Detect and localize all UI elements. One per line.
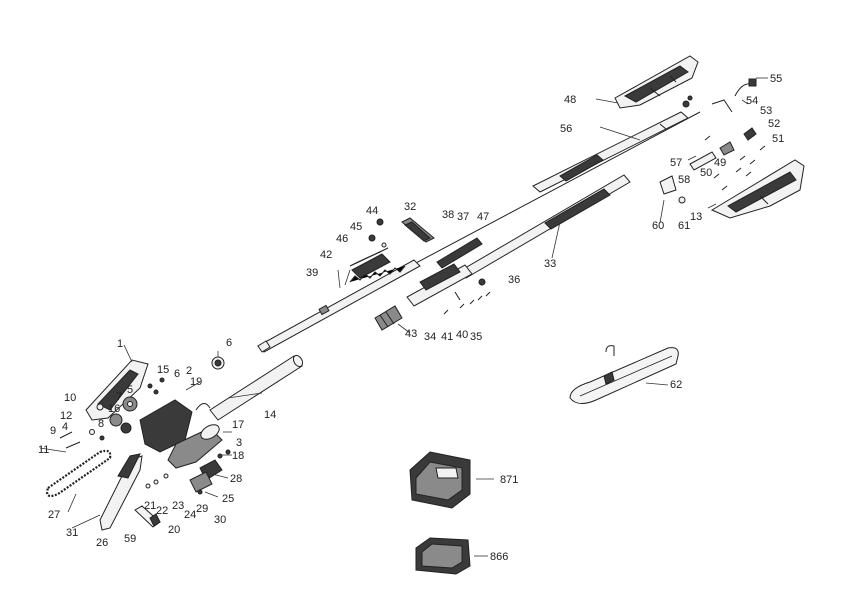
part-label-18: 18 (232, 450, 244, 462)
part-label-57: 57 (670, 157, 682, 169)
part-label-56: 56 (560, 123, 572, 135)
switch-parts (659, 95, 757, 204)
part-label-29: 29 (196, 503, 208, 515)
saw-housing-left (85, 359, 149, 421)
part-label-53: 53 (760, 105, 772, 117)
part-label-47: 47 (477, 211, 489, 223)
part-label-6a: 6 (174, 368, 180, 380)
coupler-assembly (374, 263, 473, 331)
battery-871 (409, 451, 471, 509)
side-covers (189, 459, 223, 493)
part-label-46: 46 (336, 233, 348, 245)
part-label-14: 14 (264, 409, 276, 421)
screws-middle (443, 278, 491, 315)
part-label-10: 10 (64, 392, 76, 404)
part-label-62: 62 (670, 379, 682, 391)
shoulder-strap (569, 345, 679, 404)
handle-bracket (349, 217, 435, 279)
part-label-16: 16 (108, 403, 120, 415)
part-label-20: 20 (168, 524, 180, 536)
part-label-51: 51 (772, 133, 784, 145)
part-label-30: 30 (214, 514, 226, 526)
part-label-25: 25 (222, 493, 234, 505)
part-label-32: 32 (404, 201, 416, 213)
bottom-tube (209, 354, 304, 421)
part-label-22: 22 (156, 505, 168, 517)
gearbox (139, 399, 223, 469)
part-label-39: 39 (306, 267, 318, 279)
top-housing-right (710, 159, 805, 219)
part-label-26: 26 (96, 537, 108, 549)
part-label-55: 55 (770, 73, 782, 85)
part-label-13: 13 (690, 211, 702, 223)
bar-cover (134, 505, 161, 528)
part-label-3: 3 (236, 437, 242, 449)
part-label-15: 15 (157, 364, 169, 376)
part-label-4: 4 (62, 421, 68, 433)
part-label-48: 48 (564, 94, 576, 106)
part-label-61: 61 (678, 220, 690, 232)
part-label-36: 36 (508, 274, 520, 286)
top-housing-left (614, 55, 699, 109)
part-label-52: 52 (768, 118, 780, 130)
part-label-23: 23 (172, 500, 184, 512)
lower-inner-tube (257, 259, 421, 353)
part-label-27: 27 (48, 509, 60, 521)
part-label-35: 35 (470, 331, 482, 343)
spring-clip (195, 403, 211, 411)
part-label-44: 44 (366, 205, 378, 217)
part-label-45: 45 (350, 221, 362, 233)
part-label-37: 37 (457, 211, 469, 223)
part-label-58: 58 (678, 174, 690, 186)
part-label-40: 40 (456, 329, 468, 341)
part-label-38: 38 (442, 209, 454, 221)
part-labels: 1 2 3 4 5 6 6 7 8 9 10 11 12 13 14 15 16… (38, 73, 784, 563)
part-label-43: 43 (405, 328, 417, 340)
wiring-harness (711, 78, 757, 113)
part-label-1: 1 (117, 338, 123, 350)
part-label-17: 17 (232, 419, 244, 431)
part-label-2: 2 (186, 365, 192, 377)
part-label-7: 7 (116, 391, 122, 403)
part-label-33: 33 (544, 258, 556, 270)
part-label-28: 28 (230, 473, 242, 485)
part-label-21: 21 (144, 500, 156, 512)
gear-set (109, 356, 225, 434)
part-label-42: 42 (320, 249, 332, 261)
part-label-34: 34 (424, 331, 436, 343)
part-label-11: 11 (38, 444, 49, 456)
part-label-5: 5 (127, 384, 133, 396)
part-label-41: 41 (441, 331, 453, 343)
part-label-871: 871 (500, 474, 518, 486)
part-label-8: 8 (98, 418, 104, 430)
part-label-50: 50 (700, 167, 712, 179)
leader-lines (39, 77, 768, 557)
part-label-19: 19 (190, 376, 202, 388)
battery-866 (415, 537, 471, 575)
part-label-54: 54 (746, 95, 758, 107)
part-label-866: 866 (490, 551, 508, 563)
part-label-6b: 6 (226, 337, 232, 349)
part-label-12: 12 (60, 410, 72, 422)
saw-chain (46, 449, 112, 498)
part-label-31: 31 (66, 527, 78, 539)
spring (349, 265, 406, 283)
part-label-9: 9 (50, 425, 56, 437)
part-label-59: 59 (124, 533, 136, 545)
screws-upper (704, 135, 766, 191)
part-label-24: 24 (184, 509, 196, 521)
guide-bar (99, 453, 143, 531)
part-label-49: 49 (714, 157, 726, 169)
part-label-60: 60 (652, 220, 664, 232)
upper-tube (532, 111, 689, 193)
